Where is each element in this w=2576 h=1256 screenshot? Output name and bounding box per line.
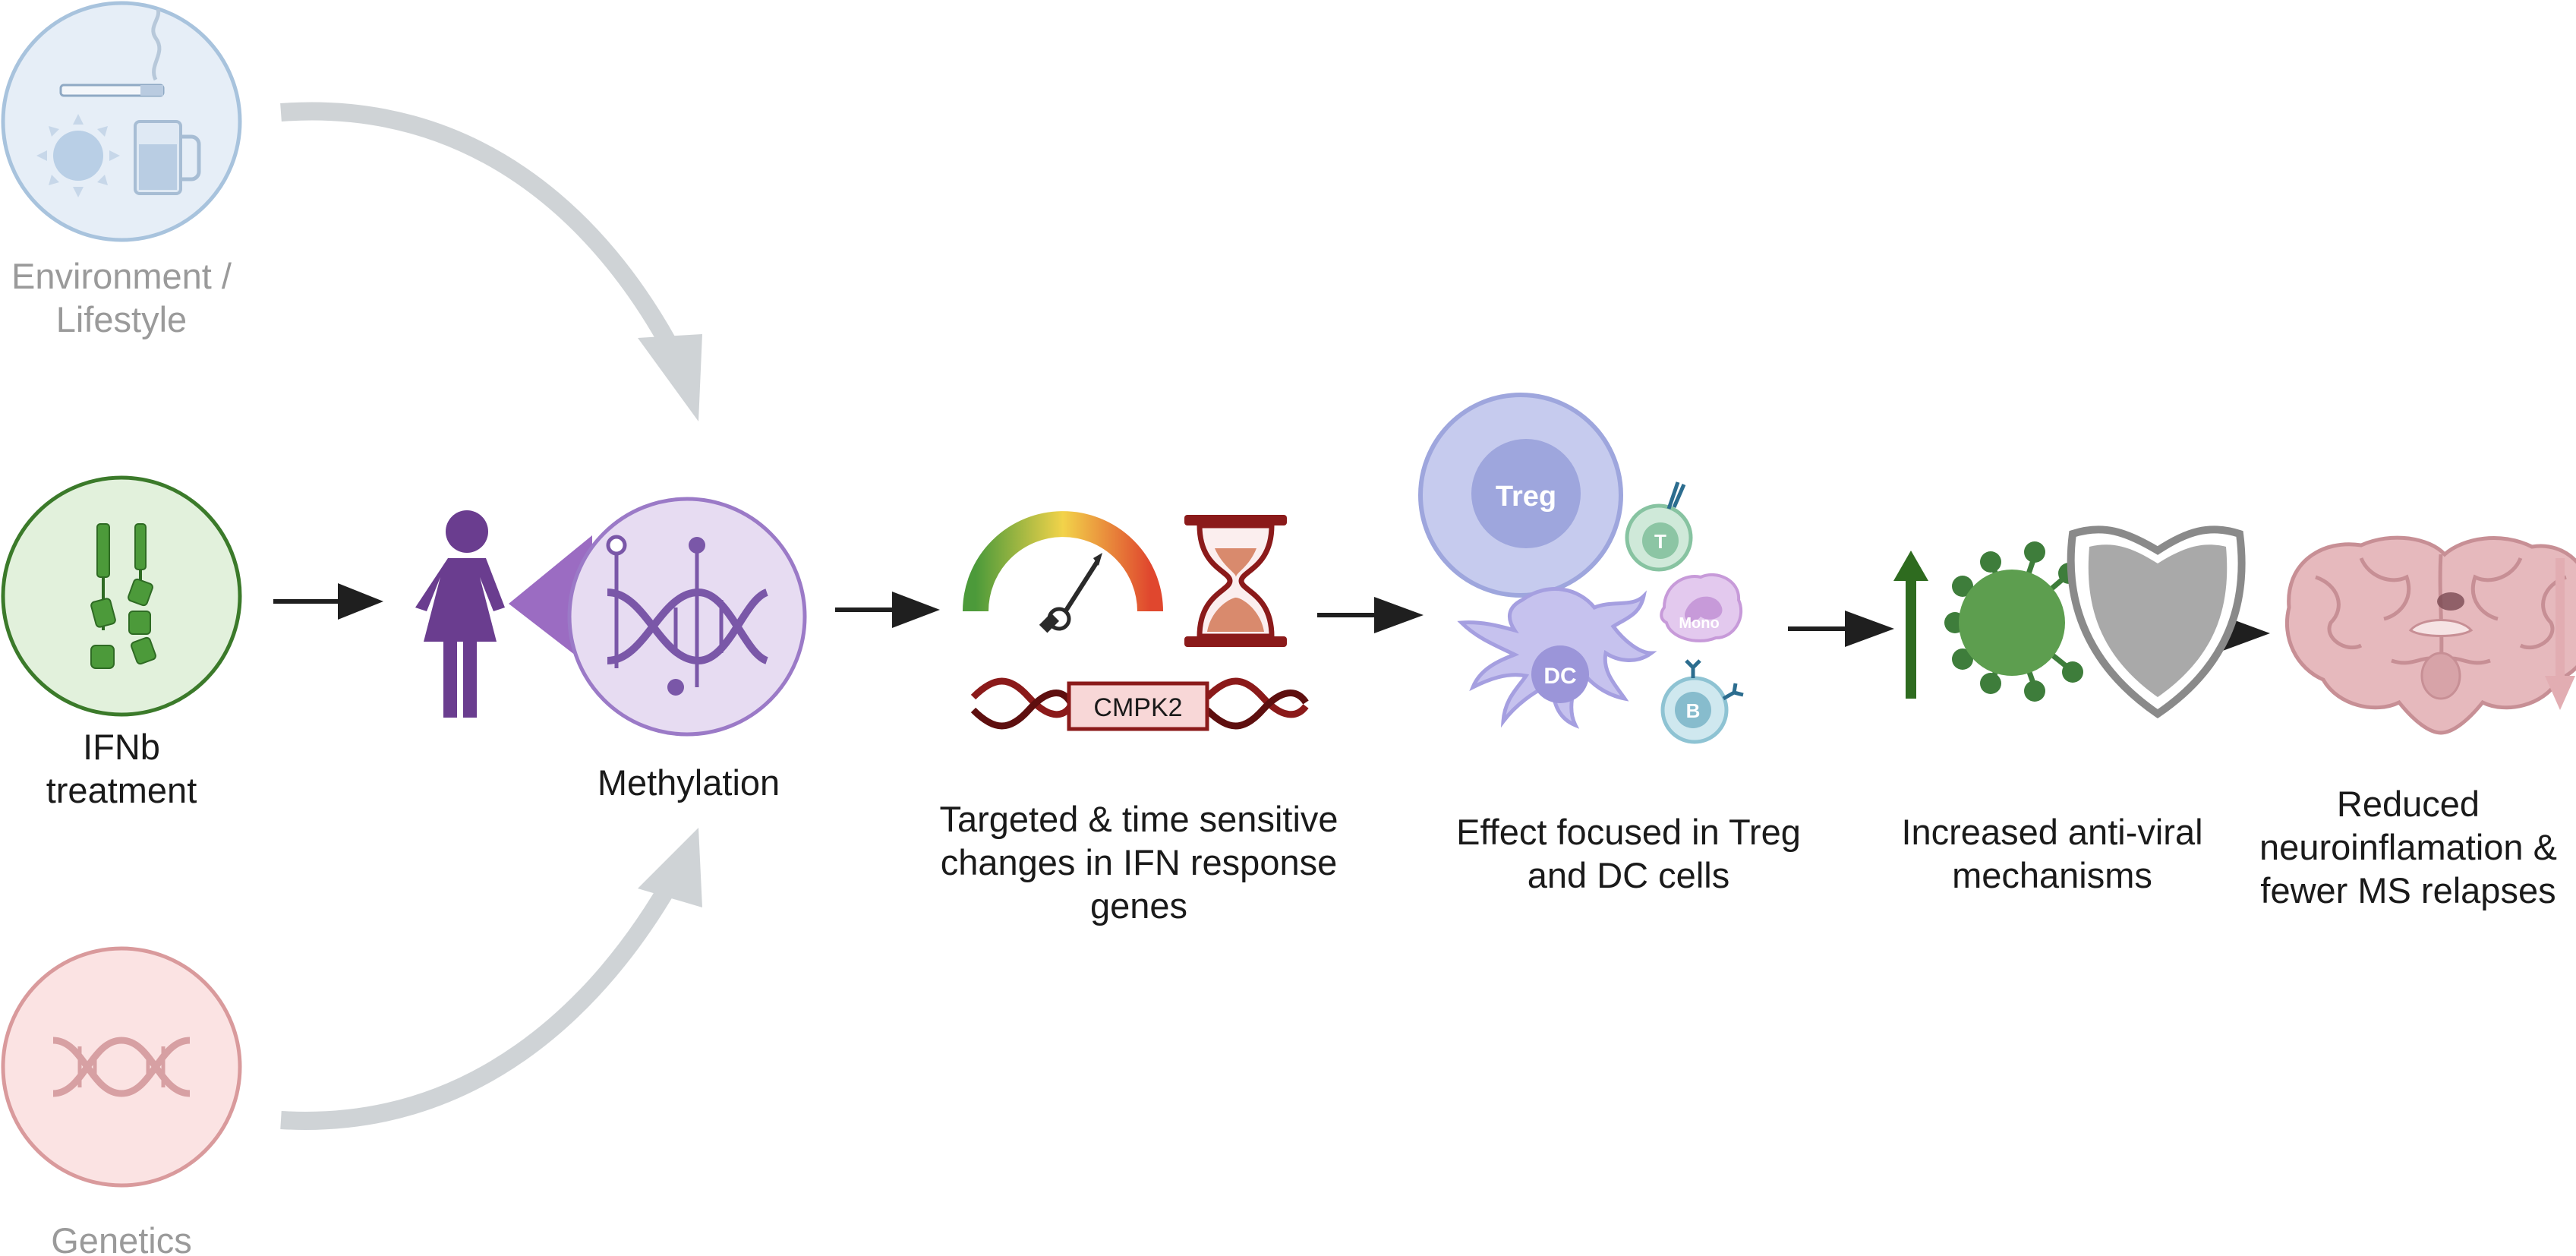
- up-arrow-icon: [1893, 551, 1928, 699]
- shield-icon: [2067, 525, 2246, 719]
- brain-icon: [2284, 535, 2576, 735]
- cmpk2-gene-icon: CMPK2: [970, 677, 1309, 731]
- environment-node: [1, 1, 242, 242]
- cmpk2-label: CMPK2: [1093, 693, 1182, 722]
- arrow-methylation-to-genes: [835, 592, 940, 628]
- methylation-dna-icon: [606, 535, 769, 696]
- environment-label-line2: Lifestyle: [56, 299, 187, 339]
- environment-arrow: [280, 102, 702, 421]
- dendritic-cell-icon: DC: [1457, 587, 1657, 729]
- monocyte-icon: Mono: [1660, 573, 1743, 642]
- ifnb-label-line2: treatment: [46, 770, 197, 810]
- genetics-arrow: [280, 828, 702, 1130]
- dna-icon: [52, 1037, 191, 1097]
- effect-label-line1: Effect focused in Treg: [1456, 812, 1801, 852]
- woman-icon: [415, 510, 505, 718]
- arrow-ifnb-to-woman: [273, 583, 383, 620]
- genetics-node: [1, 946, 242, 1188]
- dc-label: DC: [1543, 664, 1576, 689]
- treg-label: Treg: [1496, 481, 1556, 513]
- b-label: B: [1686, 699, 1701, 722]
- b-cell-icon: B: [1660, 659, 1744, 744]
- targeted-label-line2: changes in IFN response: [941, 842, 1338, 882]
- outcome-label-line3: fewer MS relapses: [2260, 870, 2556, 910]
- virus-icon: [1944, 541, 2083, 702]
- ifnb-label-line1: IFNb: [83, 727, 160, 767]
- environment-label-line1: Environment /: [11, 256, 232, 296]
- gauge-icon: [963, 511, 1163, 633]
- arrow-cells-to-antiviral: [1788, 611, 1894, 647]
- treg-cell-icon: Treg: [1418, 393, 1623, 598]
- antiviral-label-line1: Increased anti-viral: [1901, 812, 2202, 852]
- injection-pen-icon: [90, 523, 156, 669]
- ifnb-node: [1, 475, 242, 717]
- targeted-label-line3: genes: [1090, 885, 1187, 926]
- outcome-label-line1: Reduced: [2337, 784, 2480, 824]
- antiviral-label-line2: mechanisms: [1952, 855, 2152, 895]
- targeted-label-line1: Targeted & time sensitive: [939, 799, 1338, 839]
- hourglass-icon: [1184, 515, 1287, 647]
- t-label: T: [1654, 530, 1666, 553]
- sun-icon: [36, 114, 120, 197]
- mono-label: Mono: [1679, 615, 1719, 632]
- genetics-label: Genetics: [51, 1220, 191, 1256]
- down-arrow-icon: [2545, 558, 2575, 710]
- methylation-label: Methylation: [597, 762, 780, 803]
- effect-label-line2: and DC cells: [1528, 855, 1729, 895]
- beer-mug-icon: [134, 120, 201, 195]
- t-cell-icon: T: [1625, 481, 1693, 572]
- outcome-label-line2: neuroinflamation &: [2259, 827, 2557, 867]
- cigarette-icon: [59, 8, 165, 97]
- methylation-node: [567, 497, 807, 737]
- arrow-genes-to-cells: [1317, 597, 1424, 633]
